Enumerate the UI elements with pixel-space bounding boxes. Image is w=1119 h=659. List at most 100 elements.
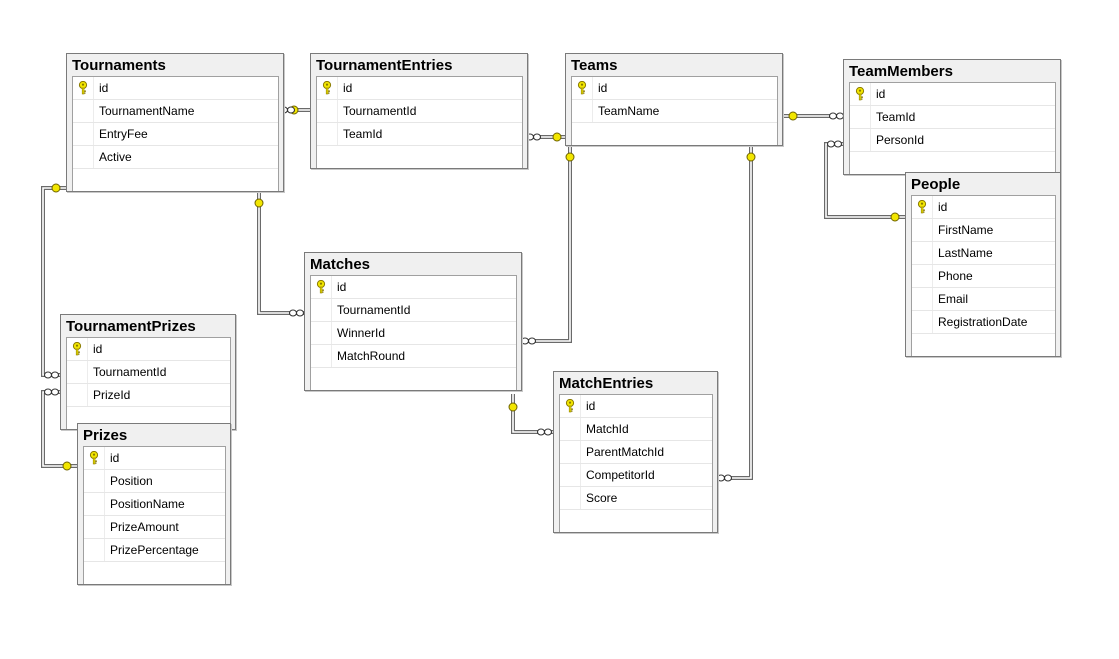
column-name: TeamName [598, 104, 660, 118]
column-name: id [337, 280, 347, 294]
column-name: TournamentId [93, 365, 167, 379]
column-row[interactable]: MatchId [560, 418, 712, 441]
one-end-key-icon [62, 461, 72, 471]
one-end-key-icon [565, 152, 575, 162]
column-row[interactable]: MatchRound [311, 345, 516, 368]
column-row[interactable]: FirstName [912, 219, 1055, 242]
primary-key-row[interactable]: id [572, 77, 777, 100]
column-name: MatchRound [337, 349, 406, 363]
primary-key-row[interactable]: id [73, 77, 278, 100]
column-row[interactable]: PrizePercentage [84, 539, 225, 562]
row-gutter [912, 219, 933, 241]
column-name: id [110, 451, 120, 465]
row-gutter [67, 384, 88, 406]
primary-key-row[interactable]: id [912, 196, 1055, 219]
row-gutter [84, 493, 105, 515]
column-row[interactable]: TeamId [850, 106, 1055, 129]
column-row[interactable]: TeamId [317, 123, 522, 146]
primary-key-row[interactable]: id [311, 276, 516, 299]
many-end-infinity-icon [43, 371, 60, 379]
column-name: EntryFee [99, 127, 148, 141]
table-title[interactable]: Prizes [83, 427, 128, 444]
empty-row [850, 152, 1055, 174]
relationship-line[interactable] [257, 192, 304, 315]
column-row[interactable]: Position [84, 470, 225, 493]
column-row[interactable]: Score [560, 487, 712, 510]
primary-key-icon [322, 81, 332, 95]
empty-row [572, 123, 777, 145]
column-name: ParentMatchId [586, 445, 665, 459]
row-gutter [912, 196, 933, 218]
column-row[interactable]: ParentMatchId [560, 441, 712, 464]
column-row[interactable]: PrizeId [67, 384, 230, 407]
row-gutter [317, 100, 338, 122]
relationship-line[interactable] [520, 145, 572, 343]
row-gutter [84, 516, 105, 538]
column-row[interactable]: TournamentName [73, 100, 278, 123]
row-gutter [84, 447, 105, 469]
primary-key-row[interactable]: id [67, 338, 230, 361]
table-title[interactable]: MatchEntries [559, 375, 654, 392]
many-end-infinity-icon [525, 133, 542, 141]
column-name: id [598, 81, 608, 95]
primary-key-row[interactable]: id [317, 77, 522, 100]
row-gutter [572, 77, 593, 99]
relationship-line[interactable] [511, 394, 553, 434]
primary-key-row[interactable]: id [560, 395, 712, 418]
many-end-infinity-icon [288, 309, 305, 317]
column-row[interactable]: TeamName [572, 100, 777, 123]
column-row[interactable]: PrizeAmount [84, 516, 225, 539]
table-title[interactable]: TournamentEntries [316, 57, 453, 74]
primary-key-row[interactable]: id [84, 447, 225, 470]
empty-row [317, 146, 522, 168]
column-name: PrizePercentage [110, 543, 199, 557]
column-name: PrizeId [93, 388, 131, 402]
row-gutter [850, 106, 871, 128]
table-title[interactable]: TournamentPrizes [66, 318, 196, 335]
primary-key-row[interactable]: id [850, 83, 1055, 106]
row-gutter [912, 288, 933, 310]
row-gutter [73, 146, 94, 168]
many-end-infinity-icon [828, 112, 845, 120]
column-row[interactable]: PositionName [84, 493, 225, 516]
row-gutter [912, 242, 933, 264]
table-title[interactable]: Teams [571, 57, 618, 74]
column-name: TournamentId [337, 303, 411, 317]
column-row[interactable]: TournamentId [311, 299, 516, 322]
primary-key-icon [316, 280, 326, 294]
column-row[interactable]: Active [73, 146, 278, 169]
column-row[interactable]: PersonId [850, 129, 1055, 152]
table-title[interactable]: TeamMembers [849, 63, 953, 80]
table-title[interactable]: People [911, 176, 961, 193]
row-gutter [560, 464, 581, 486]
column-row[interactable]: RegistrationDate [912, 311, 1055, 334]
column-name: Position [110, 474, 153, 488]
column-row[interactable]: CompetitorId [560, 464, 712, 487]
column-row[interactable]: TournamentId [67, 361, 230, 384]
column-row[interactable]: EntryFee [73, 123, 278, 146]
row-gutter [84, 539, 105, 561]
empty-row [73, 169, 278, 191]
column-row[interactable]: WinnerId [311, 322, 516, 345]
column-row[interactable]: Phone [912, 265, 1055, 288]
table-title[interactable]: Tournaments [72, 57, 166, 74]
column-row[interactable]: Email [912, 288, 1055, 311]
column-row[interactable]: TournamentId [317, 100, 522, 123]
relationship-line[interactable] [716, 145, 753, 480]
column-row[interactable]: LastName [912, 242, 1055, 265]
column-name: PositionName [110, 497, 185, 511]
table-title[interactable]: Matches [310, 256, 371, 273]
one-end-key-icon [890, 212, 900, 222]
